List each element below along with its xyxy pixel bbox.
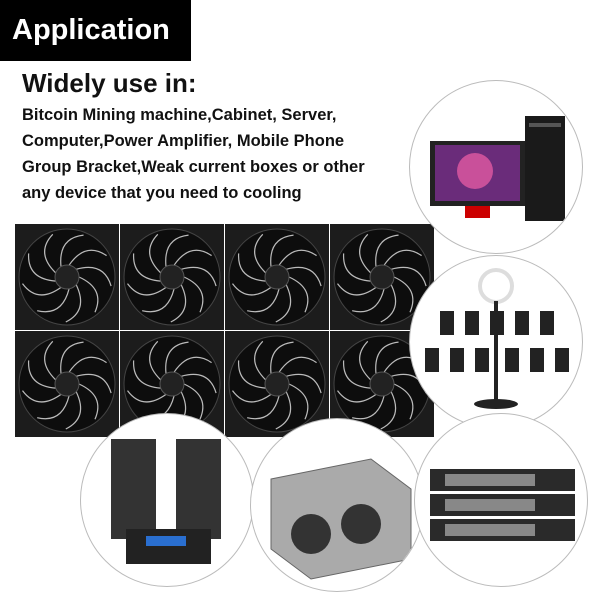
fan-blade (22, 283, 62, 296)
fan-blade (337, 390, 377, 403)
fan-blade (37, 288, 70, 313)
fan-blade (288, 383, 309, 420)
fan-blade (65, 284, 82, 323)
speakers-amplifier-photo (80, 413, 254, 587)
fan-blade (133, 360, 161, 389)
fan-blade (68, 249, 107, 266)
fan-blade (380, 284, 397, 323)
fan-blade (133, 253, 161, 282)
fan-blade (393, 383, 414, 420)
description-line: any device that you need to cooling (22, 184, 302, 202)
fan-blade (380, 391, 397, 430)
fan-blade (173, 249, 212, 266)
fan-blade (60, 234, 84, 267)
fan-blade (275, 284, 292, 323)
banner-title: Application (12, 14, 170, 46)
fan-blade (247, 288, 280, 313)
application-banner: Application (0, 0, 191, 61)
fan-blade (127, 283, 167, 296)
fan-blade (78, 383, 99, 420)
fan-hub (264, 264, 290, 290)
fan-blade (359, 340, 372, 381)
fan-blade (288, 276, 309, 313)
fan-blade (149, 340, 162, 381)
server-rack-photo (414, 413, 588, 587)
fan-blade (232, 283, 272, 296)
fan-array-image (15, 224, 434, 437)
fan-blade (393, 276, 414, 313)
fan-blade (343, 360, 371, 389)
fan-blade (181, 373, 217, 394)
fan-blade (232, 390, 272, 403)
fan-blade (183, 276, 204, 313)
fan-blade (181, 266, 217, 287)
fan-hub (159, 371, 185, 397)
fan-blade (352, 288, 385, 313)
fan-blade (375, 234, 399, 267)
fan-hub (159, 264, 185, 290)
fan-blade (44, 233, 57, 274)
fan-blade (286, 266, 322, 287)
fan-blade (275, 391, 292, 430)
fan-blade (270, 341, 294, 374)
fan-hub (54, 264, 80, 290)
fan-blade (60, 341, 84, 374)
fan-blade (238, 360, 266, 389)
fan-blade (278, 249, 317, 266)
fan-blade (37, 395, 70, 420)
fan-blade (22, 390, 62, 403)
fan-blade (254, 340, 267, 381)
phone-bracket-photo (409, 255, 583, 429)
description-line: Group Bracket,Weak current boxes or othe… (22, 158, 365, 176)
fan-blade (170, 284, 187, 323)
fan-blade (78, 276, 99, 313)
computer-photo (409, 80, 583, 254)
fan-blade (238, 253, 266, 282)
fan-blade (247, 395, 280, 420)
fan-blade (270, 234, 294, 267)
fan-hub (369, 371, 395, 397)
fan-blade (337, 283, 377, 296)
heading: Widely use in: (22, 68, 197, 98)
fan-blade (68, 356, 107, 373)
description-line: Bitcoin Mining machine,Cabinet, Server, (22, 106, 337, 124)
fan-blade (359, 233, 372, 274)
description: Bitcoin Mining machine,Cabinet, Server, … (22, 102, 365, 206)
fan-blade (44, 340, 57, 381)
fan-hub (264, 371, 290, 397)
mining-rig-photo (250, 418, 424, 592)
fan-blade (76, 373, 112, 394)
fan-blade (28, 253, 56, 282)
fan-blade (127, 390, 167, 403)
fan-blade (65, 391, 82, 430)
fan-hub (369, 264, 395, 290)
fan-blade (383, 249, 422, 266)
fan-hub (54, 371, 80, 397)
fan-blade (173, 356, 212, 373)
fan-blade (391, 266, 427, 287)
fan-blade (375, 341, 399, 374)
description-line: Computer,Power Amplifier, Mobile Phone (22, 132, 345, 150)
fan-blade (352, 395, 385, 420)
fan-blade (28, 360, 56, 389)
fan-blade (165, 341, 189, 374)
fan-blade (76, 266, 112, 287)
fan-blade (165, 234, 189, 267)
fan-blade (142, 288, 175, 313)
fan-blade (149, 233, 162, 274)
fan-blade (278, 356, 317, 373)
fan-blade (183, 383, 204, 420)
fan-blade (254, 233, 267, 274)
fan-blade (286, 373, 322, 394)
fan-blade (343, 253, 371, 282)
